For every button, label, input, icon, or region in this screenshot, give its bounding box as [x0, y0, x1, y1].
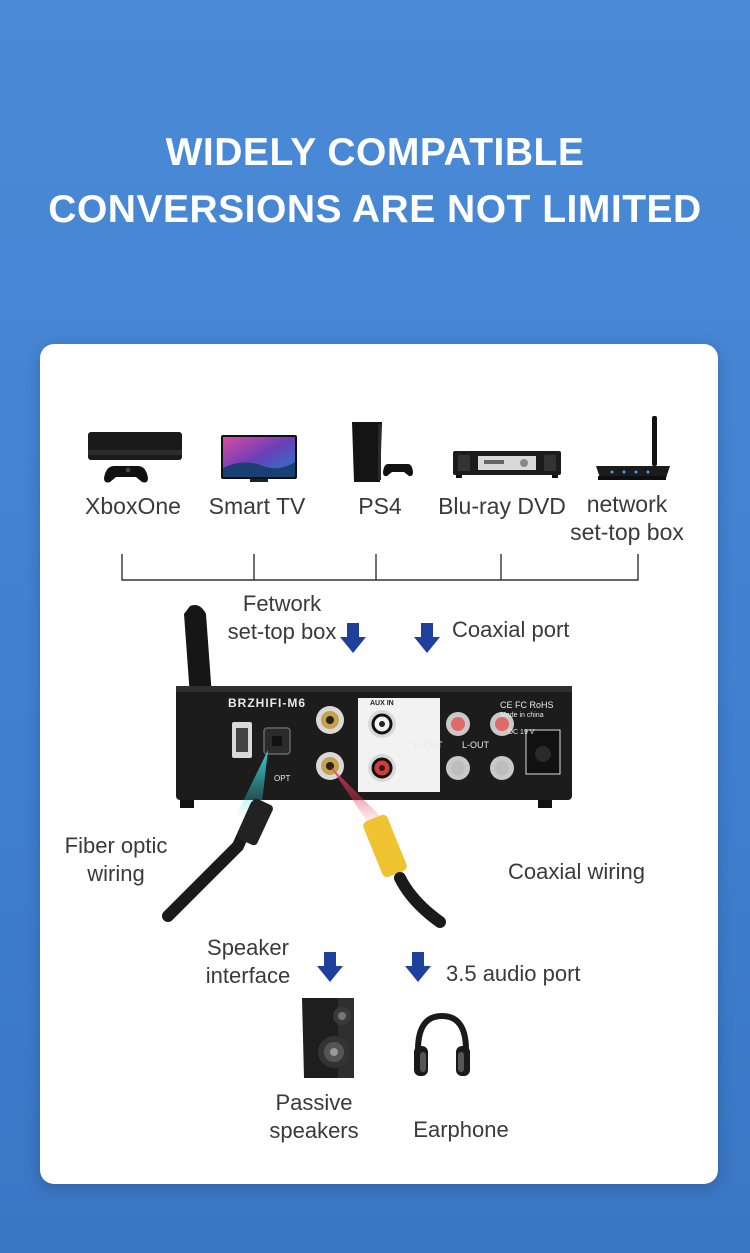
label-earphone: Earphone: [413, 1117, 509, 1142]
headline-line-1: WIDELY COMPATIBLE: [165, 131, 585, 174]
source-label-network-set-top-box: network set-top box: [570, 491, 684, 545]
input-label-coaxial-port: Coaxial port: [452, 617, 570, 642]
label-audio-port: 3.5 audio port: [446, 961, 581, 986]
device-port-aux: AUX IN: [370, 700, 394, 707]
device-cert: CE FC RoHS: [500, 700, 554, 710]
smart-tv-icon: [221, 435, 297, 482]
headline-line-2: CONVERSIONS ARE NOT LIMITED: [48, 188, 702, 231]
source-bracket: [121, 554, 639, 581]
label-coaxial-wiring: Coaxial wiring: [508, 859, 645, 884]
arrow-down-icon: [414, 623, 440, 653]
headline: WIDELY COMPATIBLE CONVERSIONS ARE NOT LI…: [0, 124, 750, 238]
arrow-down-icon: [317, 952, 343, 982]
label-passive-speakers: Passive speakers: [269, 1090, 359, 1143]
ps4-console-icon: [352, 422, 413, 482]
source-label-ps4: PS4: [358, 493, 402, 519]
arrow-down-icon: [405, 952, 431, 982]
device-port-rout: R-OUT: [414, 740, 443, 750]
label-fiber-optic-wiring: Fiber optic wiring: [64, 833, 168, 886]
arrow-down-icon: [340, 623, 366, 653]
compatibility-card: XboxOne Smart TV PS4 Blu-ray DVD network…: [40, 344, 718, 1184]
xbox-console-icon: [88, 432, 182, 483]
device-port-lout: L-OUT: [462, 740, 489, 750]
device-port-dc: DC 19 V: [508, 729, 535, 736]
dac-device: [162, 605, 572, 928]
device-made-in: Made in china: [500, 712, 544, 719]
input-label-fetwork-set-top-box: Fetwork set-top box: [227, 591, 337, 644]
device-port-opt: OPT: [274, 774, 291, 783]
headphone-icon: [414, 1012, 470, 1076]
device-brand: BRZHIFI-M6: [228, 696, 306, 710]
source-label-smart-tv: Smart TV: [208, 493, 306, 519]
speaker-icon: [302, 998, 354, 1078]
source-label-xboxone: XboxOne: [85, 493, 181, 519]
network-box-icon: [596, 416, 670, 480]
label-speaker-interface: Speaker interface: [205, 935, 291, 988]
bluray-player-icon: [453, 451, 561, 478]
source-label-bluray-dvd: Blu-ray DVD: [438, 493, 566, 519]
